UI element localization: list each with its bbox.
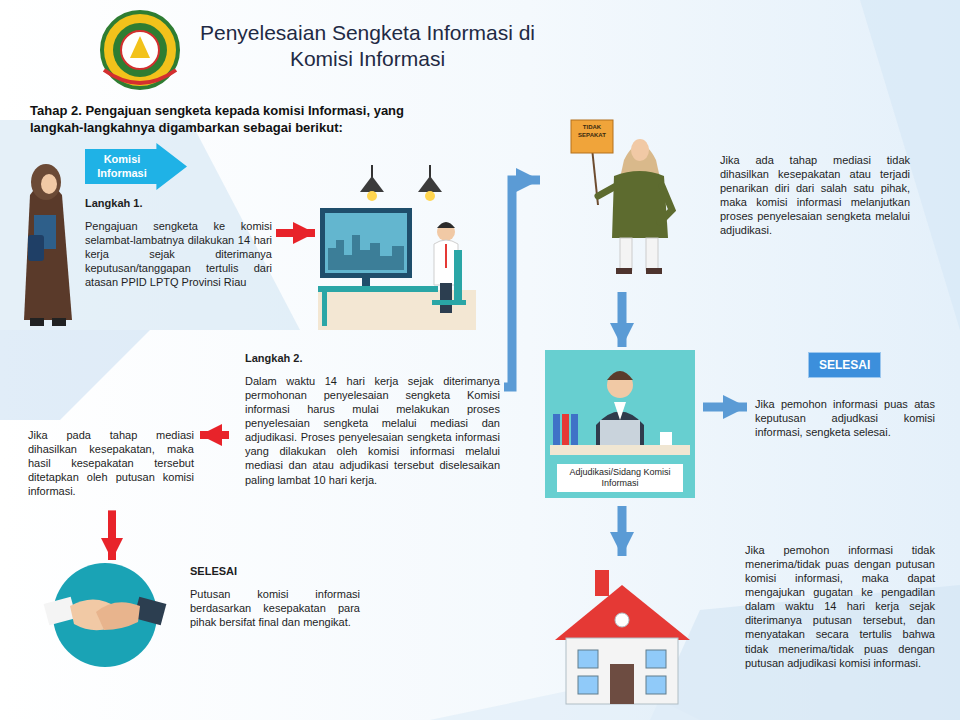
woman-figure xyxy=(24,164,72,326)
caption: Tahap 2. Pengajuan sengketa kepada komis… xyxy=(30,103,455,137)
step-block: Langkah 2. Dalam waktu 14 hari kerja seja… xyxy=(245,352,500,487)
arrow-shape xyxy=(85,143,187,190)
adjudication-scene xyxy=(545,350,695,498)
arrow-label: Komisi Informasi xyxy=(85,153,159,181)
process-label: Adjudikasi/Sidang Komisi Informasi xyxy=(557,464,683,493)
note-block: Jika pada tahap mediasi dihasilkan kesep… xyxy=(28,428,194,498)
body-text: Jika pemohon informasi puas atas keputus… xyxy=(755,397,935,439)
office-scene xyxy=(318,165,476,330)
heading: Langkah 2. xyxy=(245,352,500,364)
end-badge: SELESAI xyxy=(808,352,881,378)
arrow-box: Komisi Informasi xyxy=(85,143,187,190)
heading: SELESAI xyxy=(190,565,360,577)
note-block: Jika ada tahap mediasi tidak dihasilkan … xyxy=(720,153,910,237)
logo xyxy=(102,12,178,88)
end-label: SELESAI xyxy=(819,358,870,372)
note-block: Jika pemohon informasi puas atas keputus… xyxy=(755,397,935,439)
title: Penyelesaian Sengketa Informasi di Komis… xyxy=(195,20,540,73)
flow-arrow xyxy=(618,506,627,556)
court-building xyxy=(555,570,690,704)
process-box: Adjudikasi/Sidang Komisi Informasi xyxy=(545,350,695,498)
woman-with-sign xyxy=(571,120,672,274)
sign-text: TIDAK SEPAKAT xyxy=(573,124,611,140)
body-text: Jika pemohon informasi tidak menerima/ti… xyxy=(745,543,935,670)
handshake xyxy=(44,563,167,667)
body-text: Dalam waktu 14 hari kerja sejak diterima… xyxy=(245,374,500,487)
flow-arrow xyxy=(108,510,116,560)
flow-arrow xyxy=(276,229,315,237)
flow-arrow xyxy=(703,403,747,412)
end-block: SELESAI Putusan komisi informasi berdasar… xyxy=(190,565,360,629)
flow-arrow xyxy=(618,292,627,347)
flow-arrow xyxy=(504,180,540,387)
body-text: Putusan komisi informasi berdasarkan kes… xyxy=(190,587,360,629)
body-text: Jika ada tahap mediasi tidak dihasilkan … xyxy=(720,153,910,237)
step-block: Langkah 1. Pengajuan sengketa ke komisi s… xyxy=(85,197,272,289)
heading: Langkah 1. xyxy=(85,197,272,209)
body-text: Pengajuan sengketa ke komisi selambat-la… xyxy=(85,219,272,289)
body-text: Jika pada tahap mediasi dihasilkan kesep… xyxy=(28,428,194,498)
note-block: Jika pemohon informasi tidak menerima/ti… xyxy=(745,543,935,670)
flow-arrow xyxy=(200,431,229,439)
